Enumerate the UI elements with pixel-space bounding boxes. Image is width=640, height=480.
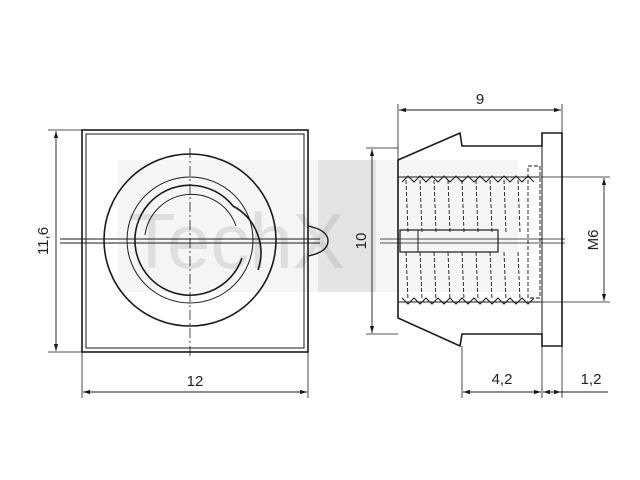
watermark-logo: TechX [118, 160, 518, 292]
dim-height-side-label: 10 [353, 233, 370, 250]
dim-length-side-label: 9 [476, 91, 484, 108]
dim-flange-label: 1,2 [581, 371, 602, 388]
side-thread-zigzag-top [401, 175, 535, 183]
side-hidden-bore-right [527, 165, 541, 299]
front-middle-ring [126, 176, 254, 304]
front-outer-square [81, 129, 309, 353]
dimension-labels: 12 11,6 9 10 M6 4,2 1,2 [35, 91, 602, 390]
dim-height-front-label: 11,6 [35, 227, 52, 255]
front-side-nub [307, 225, 329, 257]
front-view [48, 129, 329, 398]
side-thread-zigzag-bottom [401, 297, 535, 305]
side-view [366, 104, 610, 398]
dim-thread-label: M6 [585, 230, 602, 251]
watermark-text: TechX [128, 197, 345, 285]
front-thread-spiral [134, 184, 262, 297]
dim-width-front-label: 12 [187, 373, 204, 390]
side-slot [399, 229, 499, 253]
dim-collar-label: 4,2 [492, 371, 513, 388]
front-thread-inner [144, 193, 237, 236]
side-hidden-thread-lines [405, 179, 521, 301]
front-inner-square [85, 133, 305, 349]
